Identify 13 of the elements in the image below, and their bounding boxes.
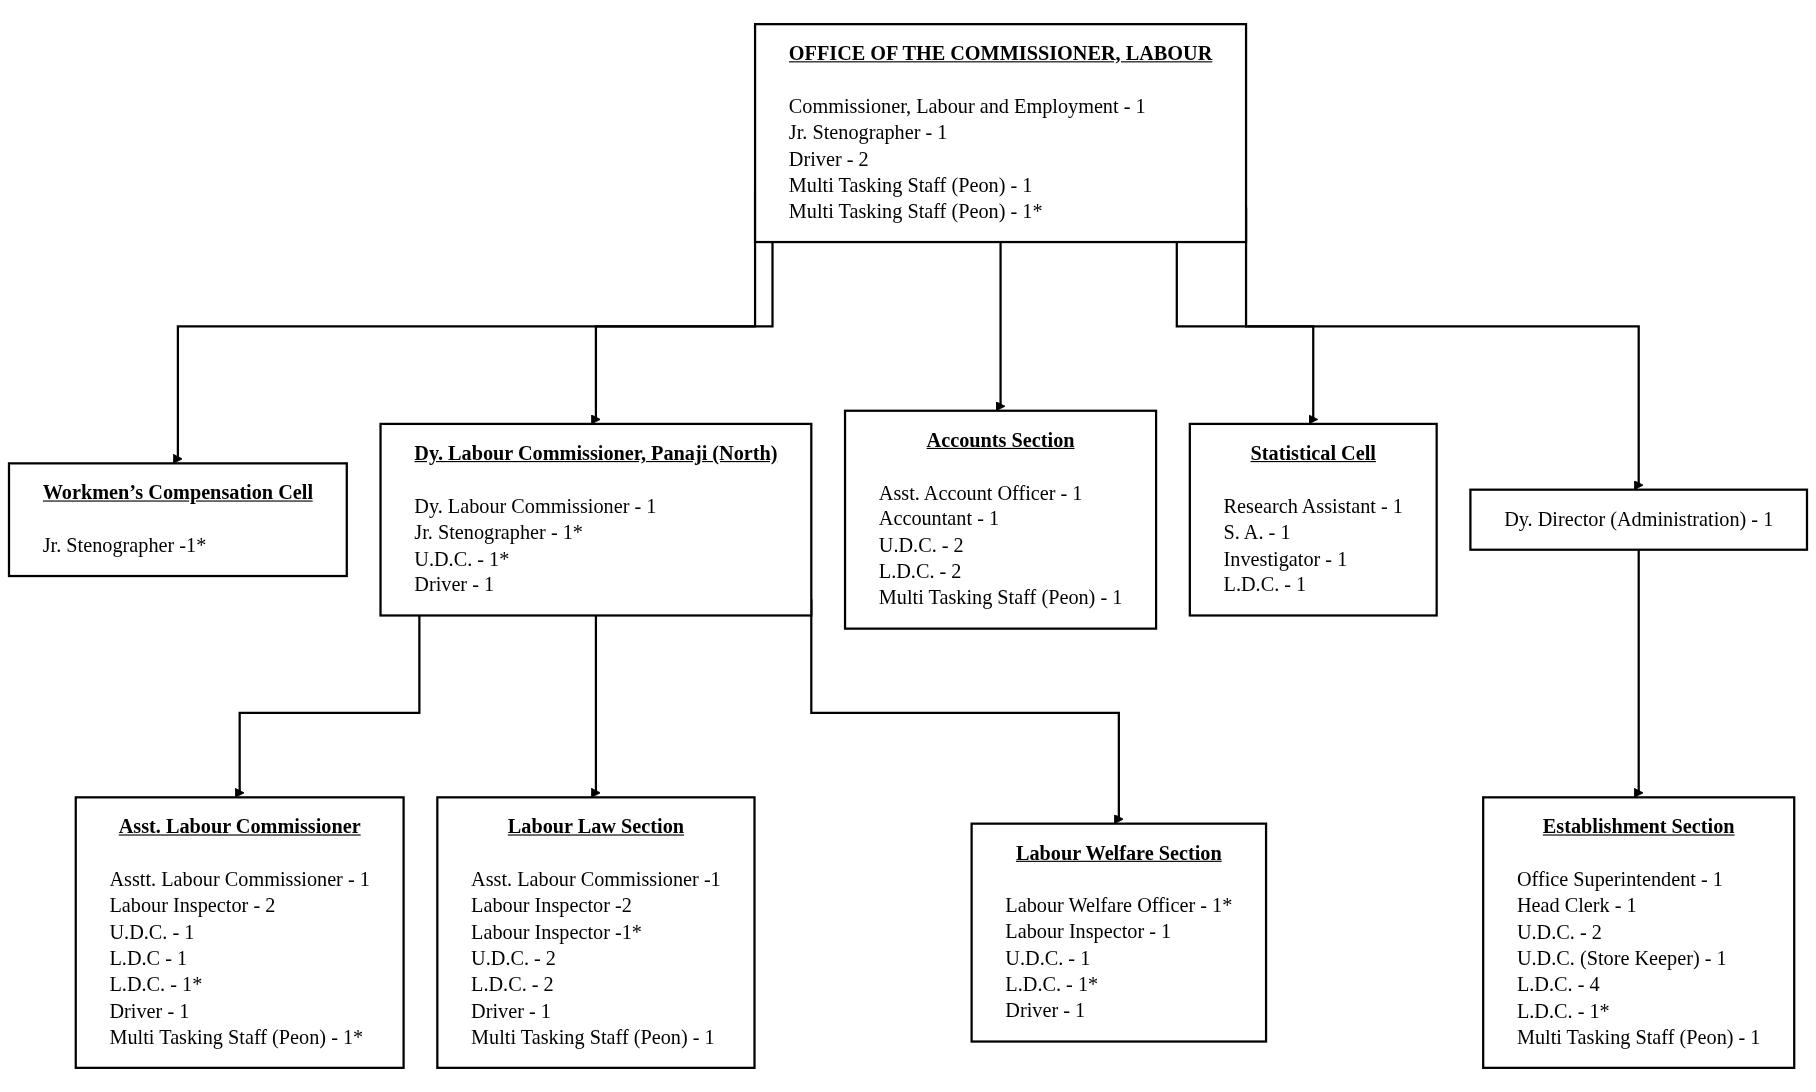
node-box [1482, 796, 1796, 1069]
node-box [1188, 422, 1438, 617]
node-box [1469, 488, 1809, 551]
node-box [753, 23, 1248, 244]
arrow [590, 615, 601, 798]
arrow [1633, 549, 1644, 798]
node-box [843, 409, 1158, 630]
node-box [379, 422, 813, 617]
node-box [74, 796, 405, 1069]
node-box [436, 796, 756, 1069]
arrow [234, 615, 421, 798]
node-box [970, 822, 1268, 1043]
node-box [7, 462, 348, 578]
